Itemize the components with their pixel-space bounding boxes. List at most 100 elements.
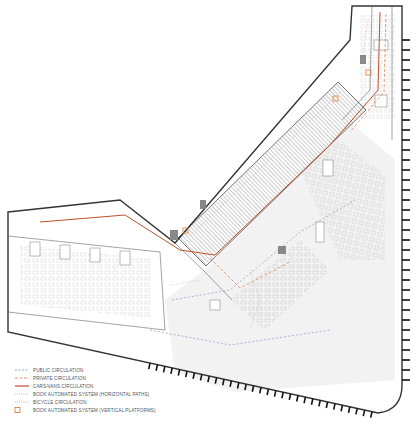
facade-fin [402, 289, 410, 291]
facade-fin [275, 391, 276, 397]
public-circulation [150, 200, 355, 345]
facade-fin [178, 370, 179, 376]
facade-fin [319, 400, 320, 406]
legend-sample [14, 374, 30, 382]
facade-fin [402, 69, 410, 71]
facade-fin [230, 381, 231, 387]
facade-fin [149, 363, 150, 369]
legend-row: PUBLIC CIRCULATION [14, 366, 156, 374]
facade-fin [402, 339, 410, 341]
facade-fin [208, 376, 209, 382]
legend-sample [14, 390, 30, 398]
legend-sample [14, 366, 30, 374]
facade-fin [402, 159, 410, 161]
facade-fin [402, 309, 410, 311]
legend-label: CARS/VANS CIRCULATION [33, 384, 93, 389]
facade-fin [245, 384, 246, 390]
facade-fin [260, 387, 261, 393]
facade-fin [402, 129, 410, 131]
facade-fin [349, 407, 350, 413]
legend-sample-line [15, 370, 29, 371]
facade-fin [402, 369, 410, 371]
facade-fin [402, 319, 410, 321]
legend-label: BOOK AUTOMATED SYSTEM (HORIZONTAL PATHS) [33, 392, 149, 397]
legend-label: BICYCLE CIRCULATION [33, 400, 87, 405]
legend-row: BOOK AUTOMATED SYSTEM (VERTICAL PLATFORM… [14, 406, 156, 414]
facade-fin [402, 329, 410, 331]
legend-sample-square [15, 408, 20, 413]
stair-cores [170, 55, 366, 254]
facade-fin [334, 404, 335, 410]
inner-wall [8, 6, 392, 330]
legend-sample-line [15, 402, 29, 403]
book-path [190, 20, 368, 236]
legend-label: PUBLIC CIRCULATION [33, 368, 83, 373]
legend: PUBLIC CIRCULATION PRIVATE CIRCULATION CAR… [14, 366, 156, 414]
facade-fin [402, 199, 410, 201]
building [8, 6, 402, 413]
facade-fin [402, 359, 410, 361]
legend-sample-line [15, 385, 29, 386]
legend-sample [14, 406, 30, 414]
legend-sample-line [15, 378, 29, 379]
facade-fin [282, 392, 283, 398]
facade-fin [363, 410, 364, 416]
facade-fin [402, 229, 410, 231]
facade-fin [402, 59, 410, 61]
facade-fin [402, 49, 410, 51]
facade-fins [149, 40, 410, 418]
facade-fin [402, 249, 410, 251]
facade-fin [215, 378, 216, 384]
facade-fin [402, 239, 410, 241]
facade-fin [402, 169, 410, 171]
facade-fin [402, 139, 410, 141]
facade-fin [402, 269, 410, 271]
facade-fin [402, 259, 410, 261]
facade-fin [402, 179, 410, 181]
facade-fin [164, 366, 165, 372]
facade-fin [402, 89, 410, 91]
legend-sample-line [15, 394, 29, 395]
facade-fin [201, 374, 202, 380]
facade-fin [402, 189, 410, 191]
facade-fin [402, 299, 410, 301]
facade-fin [371, 412, 372, 418]
facade-fin [402, 79, 410, 81]
book-storage [178, 82, 366, 266]
facade-fin [193, 373, 194, 379]
facade-fin [312, 399, 313, 405]
cars-circulation [40, 12, 380, 255]
facade-fin [402, 99, 410, 101]
rooms [30, 40, 388, 310]
facade-fin [402, 119, 410, 121]
facade-fin [171, 368, 172, 374]
legend-row: PRIVATE CIRCULATION [14, 374, 156, 382]
facade-fin [402, 149, 410, 151]
legend-label: BOOK AUTOMATED SYSTEM (VERTICAL PLATFORM… [33, 408, 156, 413]
facade-fin [238, 383, 239, 389]
legend-label: PRIVATE CIRCULATION [33, 376, 86, 381]
facade-fin [326, 402, 327, 408]
facade-fin [402, 209, 410, 211]
outer-wall [8, 6, 402, 413]
facade-fin [402, 39, 410, 41]
facade-fin [402, 349, 410, 351]
facade-fin [402, 109, 410, 111]
private-circulation [210, 14, 386, 288]
facade-fin [289, 394, 290, 400]
facade-fin [341, 405, 342, 411]
facade-fin [402, 219, 410, 221]
facade-fin [186, 371, 187, 377]
facade-fin [402, 279, 410, 281]
facade-fin [223, 379, 224, 385]
facade-fin [252, 386, 253, 392]
bicycle-path [170, 270, 260, 330]
facade-fin [297, 395, 298, 401]
legend-row: BICYCLE CIRCULATION [14, 398, 156, 406]
legend-sample [14, 398, 30, 406]
facade-fin [402, 379, 410, 381]
reading-desks [230, 240, 330, 330]
vertical-platforms [183, 70, 371, 233]
legend-row: CARS/VANS CIRCULATION [14, 382, 156, 390]
facade-fin [356, 408, 357, 414]
